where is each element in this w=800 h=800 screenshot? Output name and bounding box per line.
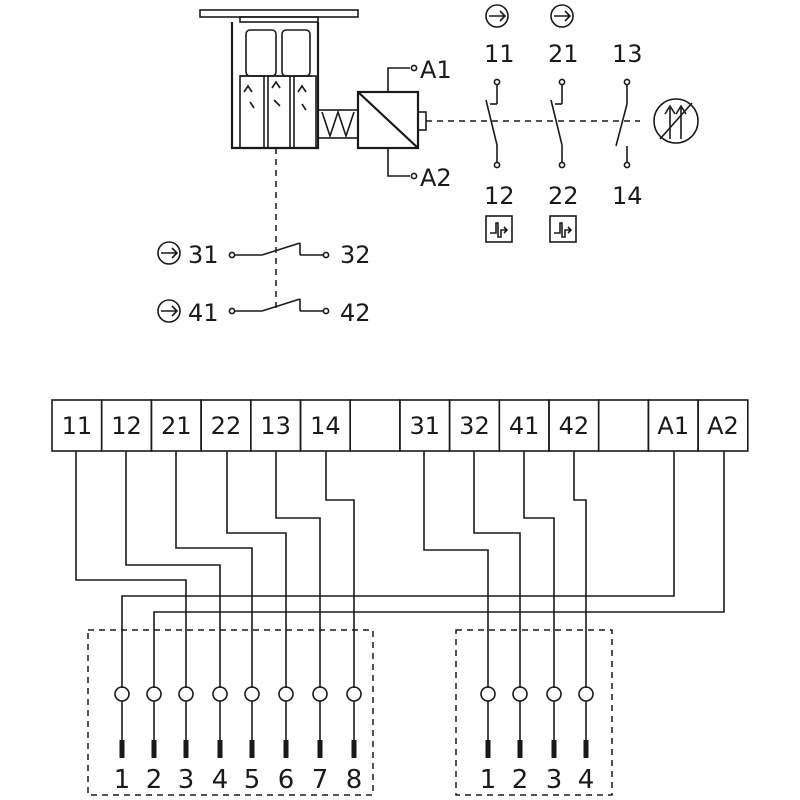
contact-bottom-14: 14 [612,182,643,210]
terminal-label: 13 [260,412,291,440]
pin-number: 2 [512,765,529,795]
terminal-label: 32 [459,412,490,440]
pin-terminal [317,740,323,758]
terminal-label: 22 [211,412,242,440]
terminal-label: A1 [657,412,689,440]
pin-socket [578,686,594,702]
pin-number: 4 [212,765,229,795]
pin-terminal [583,740,589,758]
rotary-arrow-icon-41 [157,299,181,323]
contact-41-42 [228,298,330,315]
pin-number: 3 [178,765,195,795]
contact-top-21: 21 [548,40,579,68]
pin-number: 1 [480,765,497,795]
terminal-label: A2 [707,412,739,440]
contact-top-13: 13 [612,40,643,68]
rotary-arrow-icon-21 [550,4,574,28]
pin-socket [212,686,228,702]
coil-terminal-a1: A1 [420,56,452,84]
pin-terminal [119,740,125,758]
rotary-arrow-icon-31 [157,241,181,265]
contact-bottom-12: 12 [484,182,515,210]
terminal-cell [597,399,650,452]
terminal-label: 11 [62,412,93,440]
pin-socket [278,686,294,702]
delay-icon-22 [549,215,577,243]
pin-socket [244,686,260,702]
terminal-label: 41 [509,412,540,440]
pin-socket [146,686,162,702]
pin-terminal [183,740,189,758]
pin-terminal [151,740,157,758]
pin-number: 1 [114,765,131,795]
pin-terminal [517,740,523,758]
pin-socket [312,686,328,702]
terminal-cell [697,399,749,452]
aux-contact-42: 42 [340,299,371,327]
pin-number: 6 [278,765,295,795]
pin-socket [480,686,496,702]
terminal-label: 12 [111,412,142,440]
pin-terminal [351,740,357,758]
pin-terminal [249,740,255,758]
pin-number: 8 [346,765,363,795]
pin-socket [114,686,130,702]
contact-11-12 [485,78,501,169]
terminal-label: 31 [409,412,440,440]
contact-top-11: 11 [484,40,515,68]
connector-1-outline [87,629,374,796]
rotary-arrow-icon-11 [485,4,509,28]
contact-bottom-22: 22 [548,182,579,210]
pin-number: 5 [244,765,261,795]
pin-socket [346,686,362,702]
delay-icon-12 [485,215,513,243]
coil-terminal-a2: A2 [420,164,452,192]
pin-terminal [551,740,557,758]
pin-number: 3 [546,765,563,795]
pin-socket [178,686,194,702]
contact-31-32 [228,242,330,259]
pin-terminal [283,740,289,758]
wiring [75,451,725,688]
aux-contact-41: 41 [188,299,219,327]
pin-terminal [217,740,223,758]
pin-number: 4 [578,765,595,795]
terminal-strip: 11 12 21 22 13 14 31 32 41 42 A1 A2 [51,399,749,452]
pin-socket [546,686,562,702]
aux-contact-32: 32 [340,241,371,269]
pin-number: 2 [146,765,163,795]
pin-number: 7 [312,765,329,795]
aux-contact-31: 31 [188,241,219,269]
safety-direction-icon [653,98,699,144]
pin-terminal [485,740,491,758]
terminal-label: 14 [310,412,341,440]
terminal-label: 21 [161,412,192,440]
actuator-mechanism [199,9,640,310]
terminal-cell [349,399,401,452]
terminal-label: 42 [559,412,590,440]
contact-21-22 [550,78,566,169]
pin-socket [512,686,528,702]
contact-13-14 [615,78,631,169]
connector-2-outline [455,629,613,796]
